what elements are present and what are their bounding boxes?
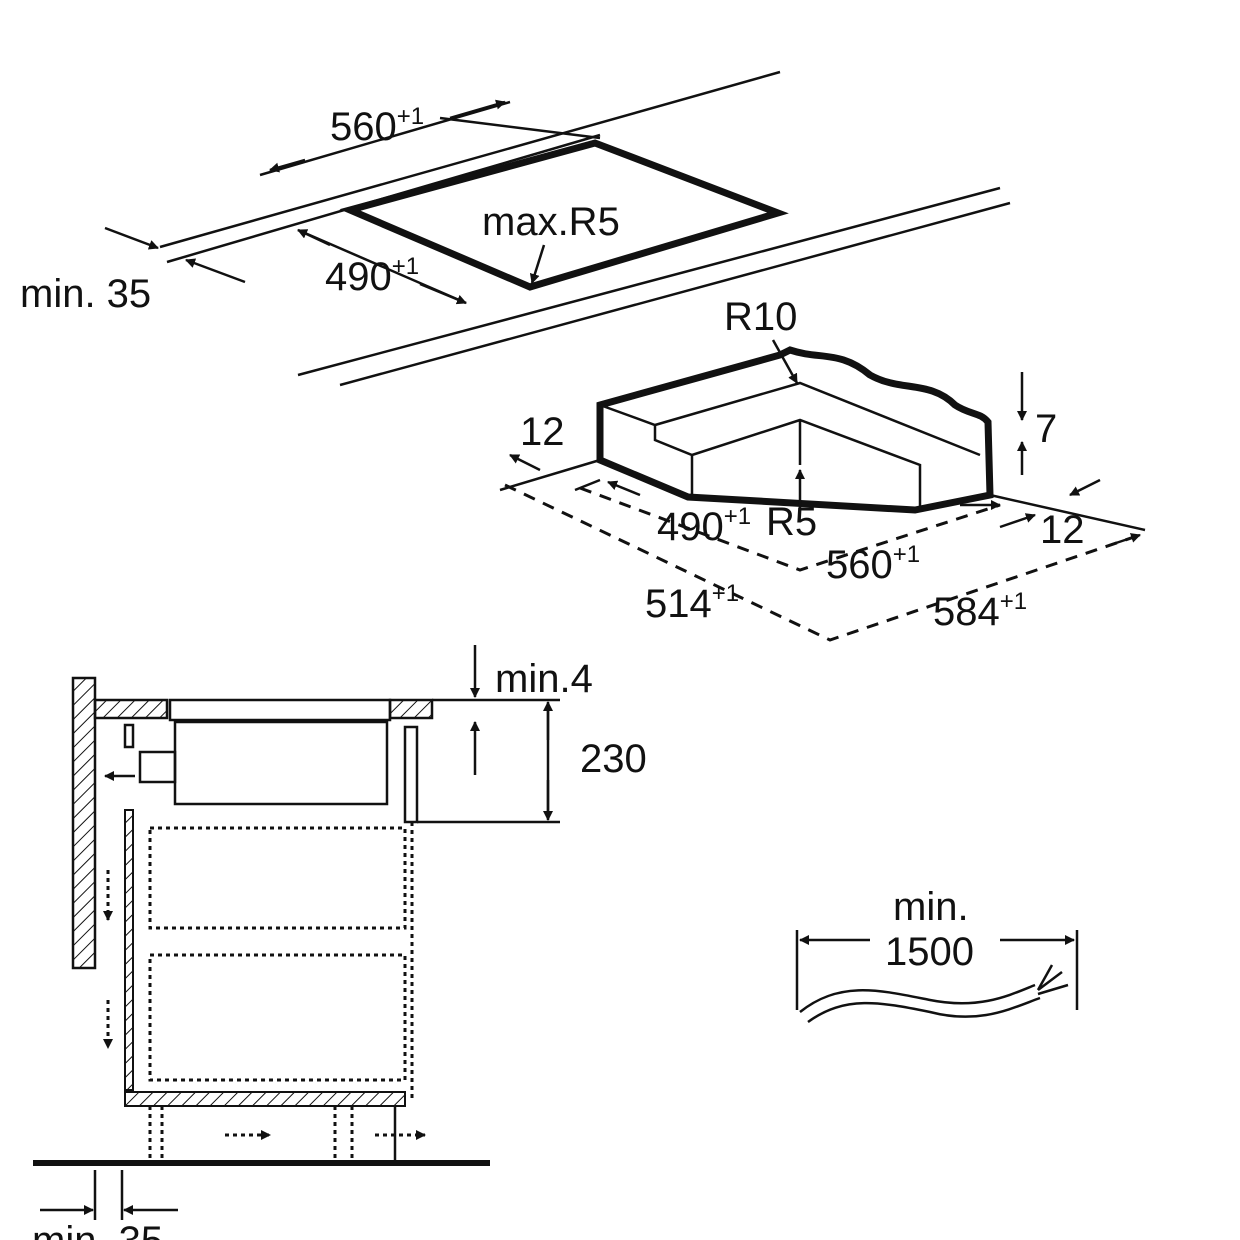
arrow-icon — [529, 244, 546, 284]
wire-end-icon — [1037, 971, 1063, 991]
hob-top — [168, 698, 392, 722]
label-cable-min: min. — [893, 885, 969, 929]
label-wall-gap: min. 35 — [32, 1219, 163, 1240]
frame-outline — [596, 346, 994, 514]
cutout-outline — [339, 139, 789, 291]
arrow-icon — [185, 258, 246, 284]
label-560: 560+1 — [330, 103, 424, 149]
hob-fan-outlet — [138, 750, 177, 784]
arrow-icon — [607, 480, 641, 497]
wall — [71, 676, 97, 970]
arrow-icon — [509, 453, 541, 472]
worktop-edge-back — [159, 70, 781, 249]
cable-upper — [799, 983, 1036, 1013]
cutout-view: 560+1 max.R5 490+1 min. 35 — [20, 70, 1011, 387]
label-min-4: min.4 — [495, 657, 593, 701]
arrow-icon — [269, 158, 306, 173]
label-1500: 1500 — [885, 930, 974, 974]
worktop-right — [388, 698, 434, 720]
label-230: 230 — [580, 737, 647, 781]
frame-detail-view: R10 7 12 12 490+1 R5 560+1 514+1 584+1 — [499, 295, 1146, 642]
label-max-r5: max.R5 — [482, 200, 620, 244]
arrow-icon — [104, 226, 159, 250]
worktop-left — [93, 698, 169, 720]
label-12-left: 12 — [520, 410, 565, 454]
arrow-icon — [771, 339, 799, 384]
arrow-icon — [419, 282, 467, 305]
label-r10: R10 — [724, 295, 797, 339]
cabinet-front — [403, 725, 419, 824]
arrow-icon — [999, 513, 1036, 529]
cable-lower — [807, 996, 1041, 1024]
worktop-edge-lower-1 — [297, 186, 1001, 377]
label-560-frame: 560+1 — [826, 541, 920, 587]
section-view: min.4 230 min. 35 — [32, 645, 647, 1240]
label-min-35: min. 35 — [20, 272, 151, 316]
cabinet-back — [124, 809, 134, 1091]
label-490: 490+1 — [325, 253, 419, 299]
arrow-icon — [449, 99, 506, 120]
drawer-2 — [148, 953, 407, 1082]
hob-body — [173, 720, 389, 806]
outer-dim-dashes — [504, 483, 1141, 642]
frame-inner-edges — [599, 381, 981, 510]
dim-560-line — [259, 100, 511, 177]
label-7: 7 — [1035, 407, 1057, 451]
label-514: 514+1 — [645, 580, 739, 626]
arrow-icon — [1069, 478, 1101, 497]
worktop-edge-lower-2 — [339, 201, 1011, 387]
label-r5: R5 — [766, 500, 817, 544]
cabinet-base — [124, 1091, 406, 1107]
arrow-icon — [297, 228, 331, 247]
inner-dim-dashes — [579, 486, 1001, 572]
label-12-right: 12 — [1040, 508, 1085, 552]
cable-view: min. 1500 — [795, 885, 1079, 1024]
wire-end-icon — [1037, 983, 1069, 996]
arrow-icon — [1109, 533, 1141, 547]
drawer-1 — [148, 826, 407, 930]
label-584: 584+1 — [933, 588, 1027, 634]
wire-end-icon — [1036, 964, 1054, 991]
label-490-frame: 490+1 — [657, 503, 751, 549]
